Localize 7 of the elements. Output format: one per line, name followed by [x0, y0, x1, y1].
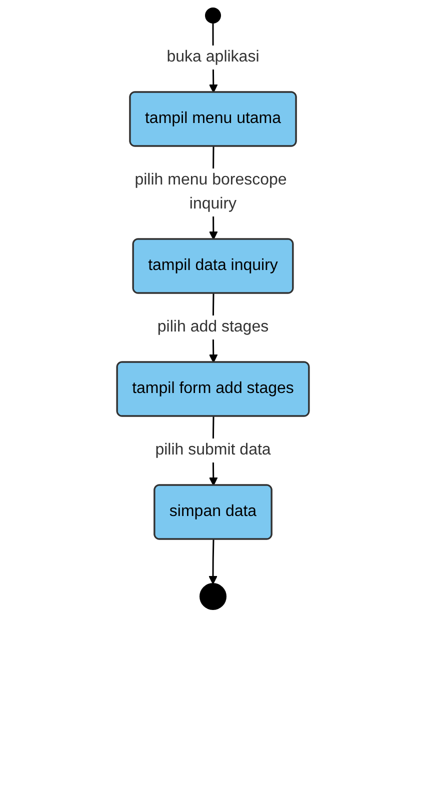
edge-label: pilih submit data: [154, 442, 270, 458]
edge-label: pilih add stages: [156, 318, 268, 336]
node-circle: [204, 8, 220, 24]
edge-label: pilih menu borescope inquiry: [134, 172, 286, 212]
node-circle: [199, 583, 226, 610]
edge-label: buka aplikasi: [166, 48, 259, 66]
arrow: [208, 539, 217, 584]
